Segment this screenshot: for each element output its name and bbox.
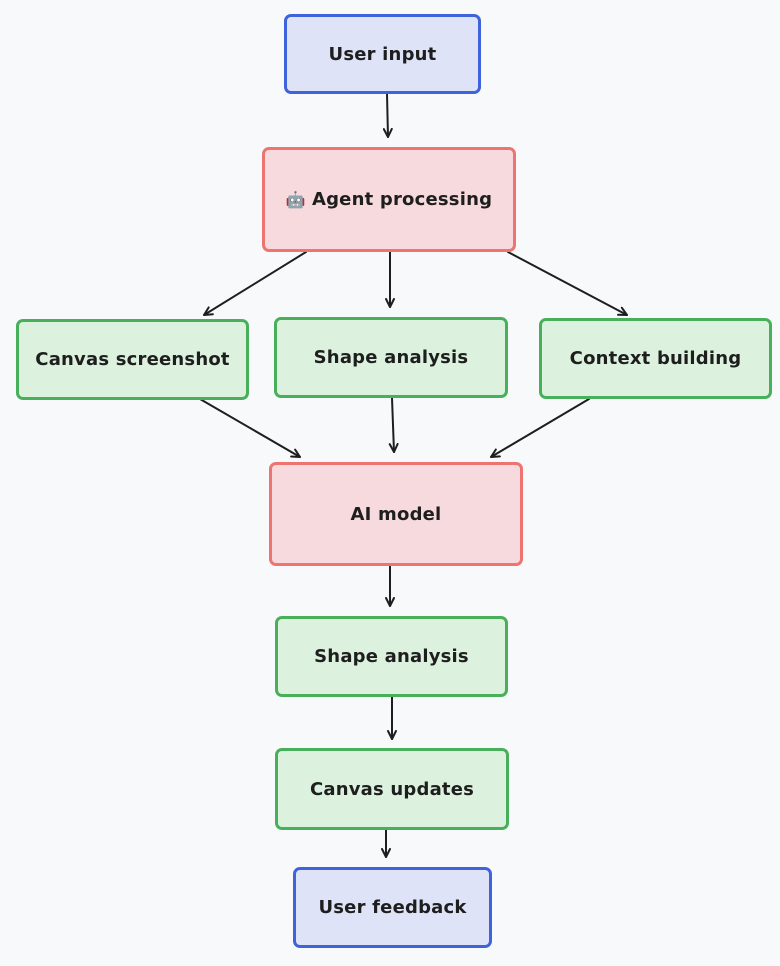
node-context-building-label: Context building [569,348,742,369]
node-shape-analysis-result-label: Shape analysis [314,646,469,667]
node-user-input[interactable]: User input [284,14,481,94]
node-agent-processing-label: Agent processing [311,189,493,210]
node-shape-analysis-result[interactable]: Shape analysis [275,616,508,697]
node-user-input-label: User input [328,43,437,65]
node-shape-analysis[interactable]: Shape analysis [274,317,508,398]
node-context-building[interactable]: Context building [539,318,772,399]
edge-agent-processing-to-context-building [507,251,628,316]
robot-icon: 🤖 [285,190,306,209]
node-canvas-screenshot-label: Canvas screenshot [35,349,230,370]
edge-agent-processing-to-canvas-screenshot [203,251,307,316]
edge-shape-analysis-to-ai-model [388,397,399,453]
node-canvas-screenshot[interactable]: Canvas screenshot [16,319,249,400]
edge-context-building-to-ai-model [490,398,590,458]
edge-canvas-screenshot-to-ai-model [199,398,301,458]
node-agent-processing[interactable]: 🤖 Agent processing [262,147,516,252]
node-canvas-updates[interactable]: Canvas updates [275,748,509,830]
node-ai-model[interactable]: AI model [269,462,523,566]
node-shape-analysis-label: Shape analysis [313,347,469,368]
node-ai-model-label: AI model [350,503,442,525]
node-canvas-updates-label: Canvas updates [309,778,475,800]
edge-user-input-to-agent-processing [382,93,393,138]
node-user-feedback-label: User feedback [318,897,467,918]
node-user-feedback[interactable]: User feedback [293,867,492,948]
